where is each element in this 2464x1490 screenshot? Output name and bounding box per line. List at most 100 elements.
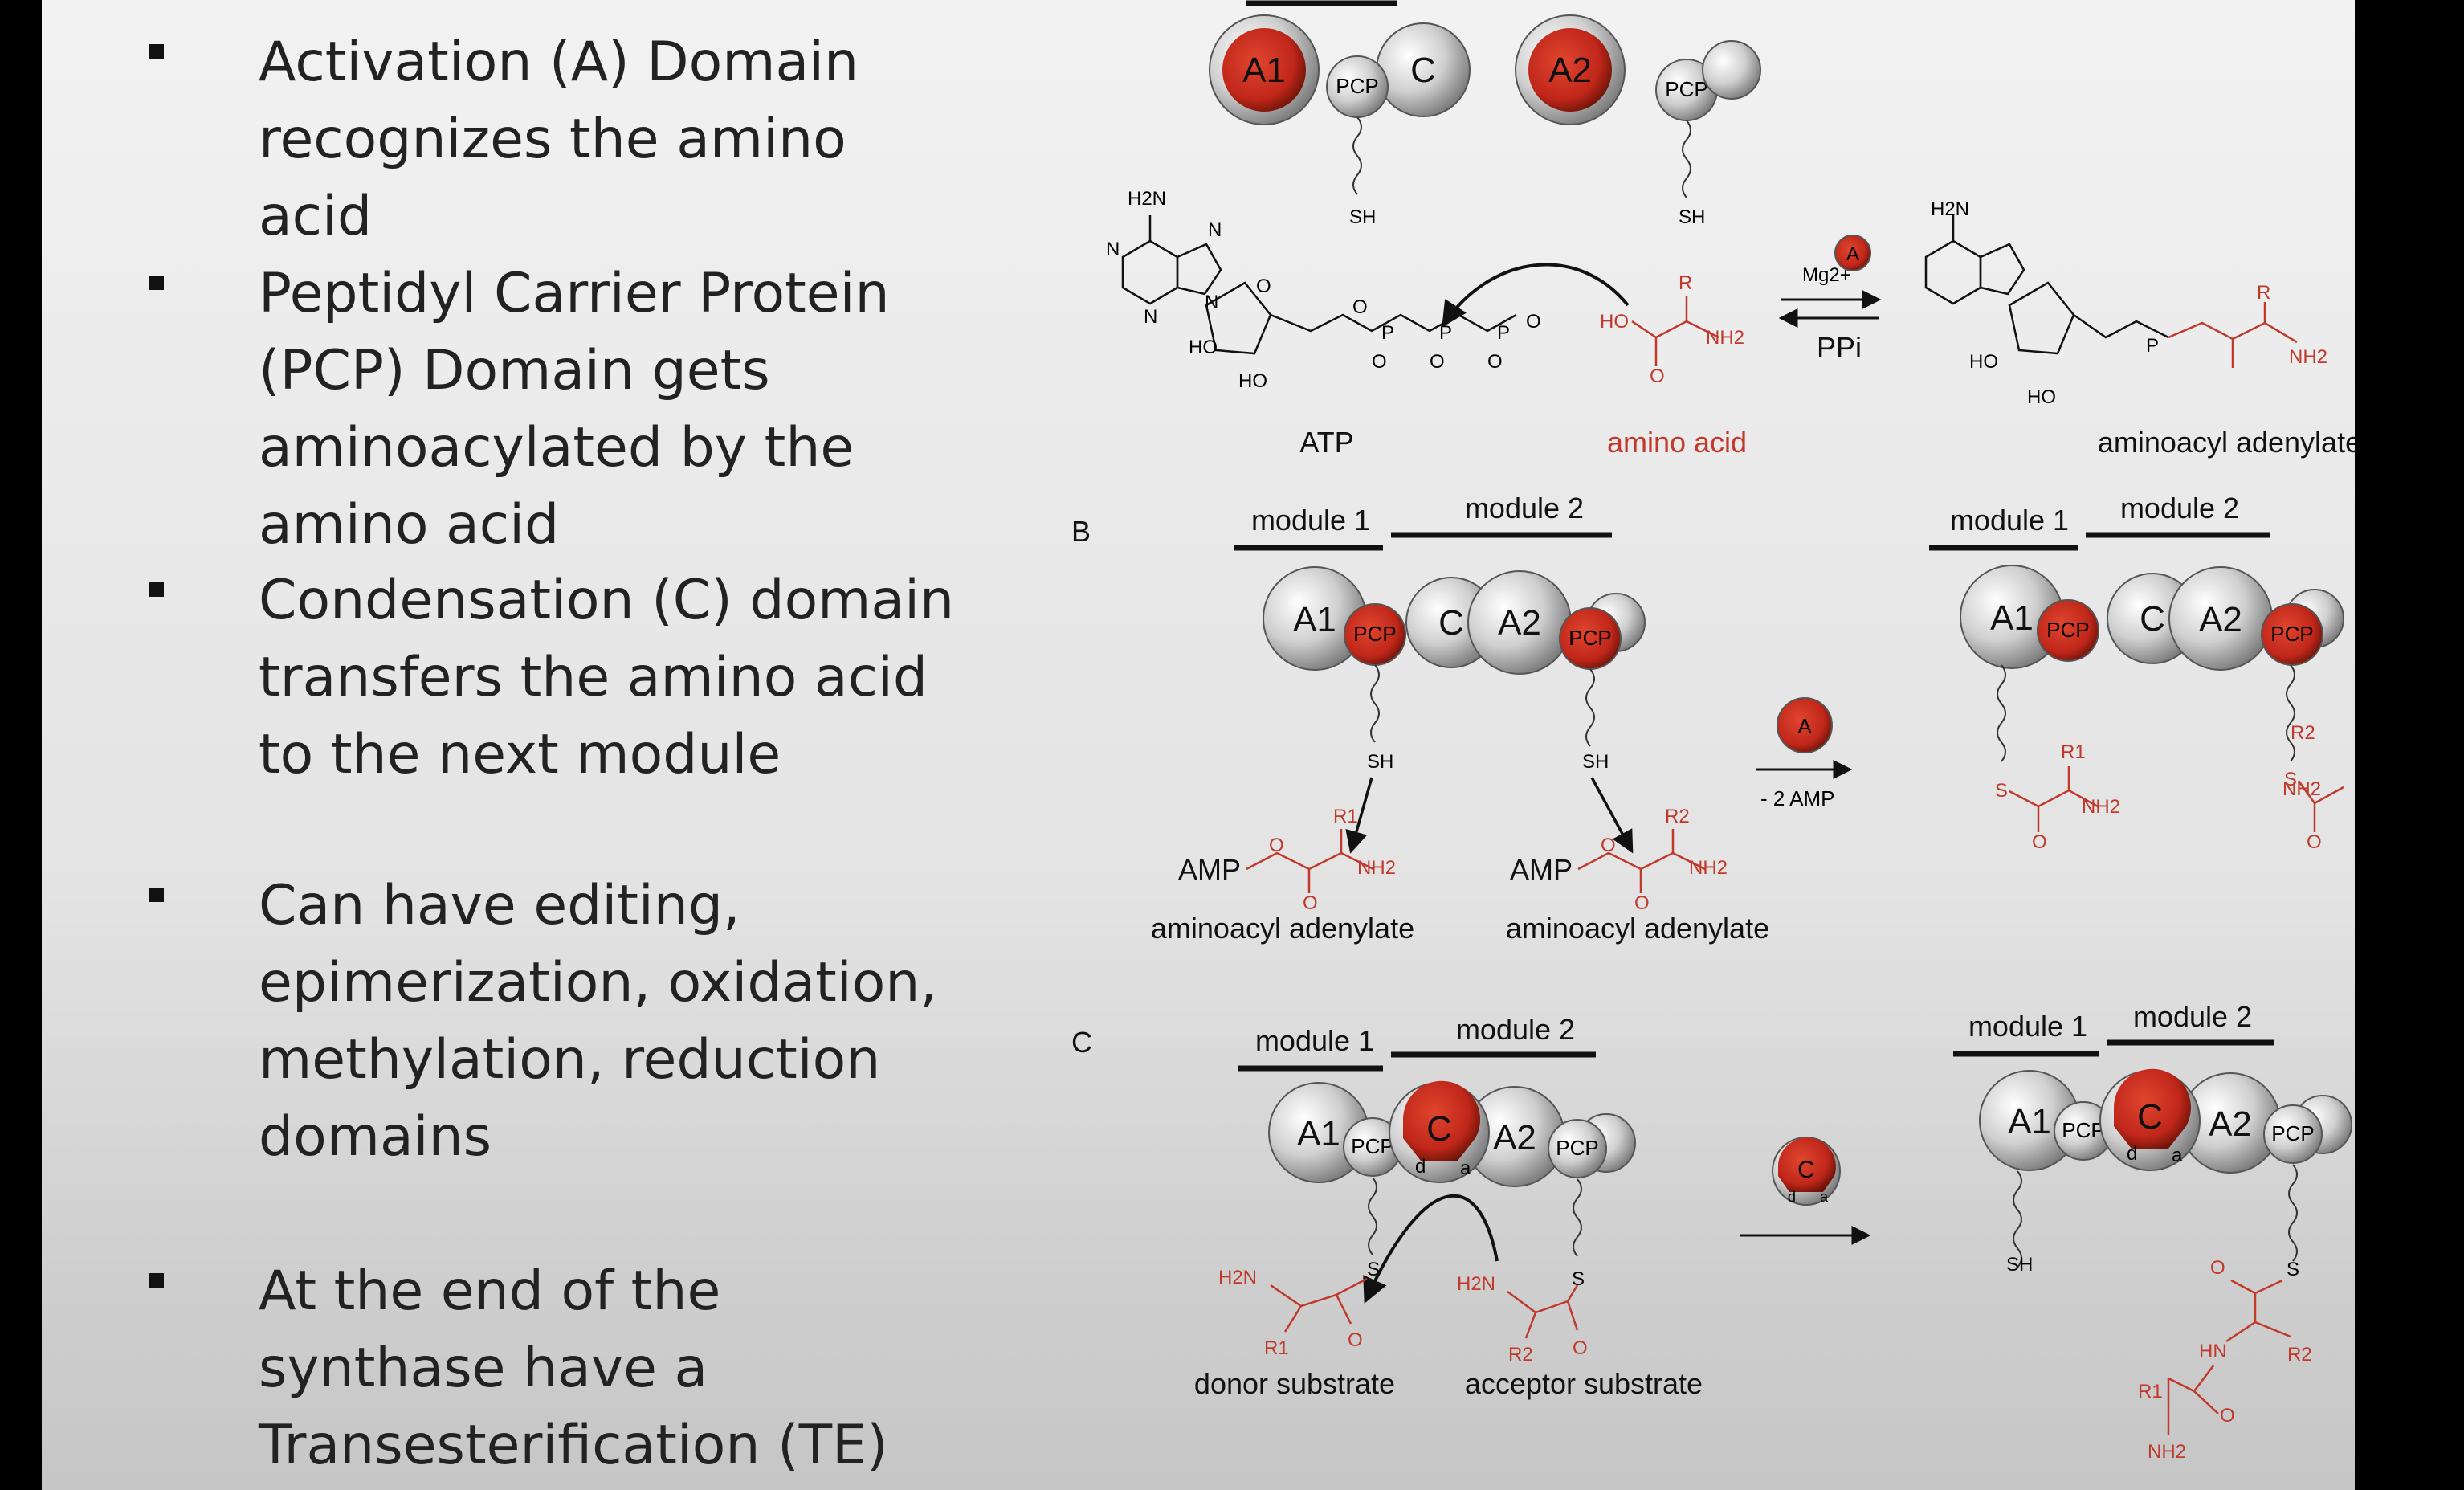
- phosphopantetheine-arm: [1682, 120, 1691, 198]
- dipeptide-product: O R2 HN O R1 NH2: [2138, 1257, 2312, 1463]
- domain-c: [1402, 1080, 1480, 1161]
- bullet-line: recognizes the amino: [259, 108, 846, 171]
- thiol-label: SH: [2006, 1254, 2033, 1276]
- domain-label-pcp: PCP: [2271, 1121, 2314, 1145]
- amino-acid-structure: HO R NH2 O amino acid: [1600, 272, 1747, 459]
- equilibrium-arrows: Mg2+ A PPi: [1778, 235, 1882, 364]
- phosphopantetheine-arm: [1352, 116, 1362, 195]
- thioester-sulfur: S: [2287, 1259, 2299, 1280]
- nrps-diagram: C PCP A2 A1 PCP SH SH: [1071, 0, 2355, 1463]
- domain-label-a: A: [1846, 243, 1859, 265]
- domain-label-a1: A1: [1293, 600, 1336, 639]
- domain-label-c: C: [1410, 51, 1436, 90]
- bullet-text: Peptidyl Carrier Protein (PCP) Domain ge…: [259, 255, 997, 564]
- aminoacyl-adenylate-2: AMP O R2 NH2 O aminoacyl adenylate: [1506, 806, 1769, 945]
- bullet-line: acid: [259, 185, 373, 248]
- atom-label: O: [2307, 831, 2322, 853]
- aminoacyl-adenylate-label: aminoacyl adenylate: [2098, 426, 2355, 459]
- module-1-label: module 1: [1251, 504, 1370, 537]
- hydroxyl-label: HO: [1969, 351, 1998, 373]
- domain-a1: [1222, 28, 1306, 112]
- aminoacyl-adenylate-1: AMP O R1 NH2 O aminoacyl adenylate: [1151, 806, 1414, 945]
- atom-label: N: [1106, 239, 1120, 260]
- bullet-marker: [149, 276, 164, 290]
- atom-label: O: [1348, 1329, 1363, 1351]
- acceptor-substrate: H2N R2 O acceptor substrate: [1457, 1273, 1703, 1400]
- bullet-line: Activation (A) Domain: [259, 31, 859, 94]
- amino-acid-label: amino acid: [1607, 426, 1747, 459]
- module-2-label: module 2: [1465, 492, 1584, 525]
- domain-label-a1: A1: [2008, 1102, 2051, 1141]
- domain-a-small: [1834, 235, 1871, 271]
- atom-label: P: [1439, 322, 1452, 344]
- hydroxyl-label: HO: [1600, 311, 1629, 333]
- r-group-label: R: [2257, 282, 2270, 304]
- domain-label-a1: A1: [1297, 1114, 1340, 1153]
- domain-label-pcp: PCP: [2270, 622, 2313, 646]
- thioester-sulfur: S: [2284, 769, 2297, 790]
- domain-pcp-2: [2263, 1104, 2323, 1164]
- domain-label-c: C: [1438, 603, 1464, 643]
- amine-label: H2N: [1128, 188, 1166, 210]
- pyrophosphate-label: PPi: [1817, 331, 1862, 364]
- panel-b: B module 1 module 2 C A1 A2 PCP: [1071, 492, 2344, 945]
- domain-label-pcp: PCP: [1353, 622, 1396, 646]
- domain-label-a1: A1: [1242, 51, 1286, 90]
- domain-label-pcp: PCP: [1336, 74, 1378, 98]
- amine-label: NH2: [1689, 857, 1728, 879]
- amine-label: NH2: [1357, 857, 1396, 879]
- atom-label: O: [1487, 351, 1503, 373]
- atom-label: O: [2220, 1405, 2235, 1427]
- atom-label: N: [1144, 306, 1157, 328]
- module-1-label: module 1: [1968, 1010, 2087, 1043]
- domain-label-a2: A2: [1498, 603, 1541, 643]
- thioester-sulfur: S: [1572, 1268, 1585, 1290]
- domain-c-small: [1778, 1137, 1836, 1192]
- domain-label-a: A: [1797, 714, 1812, 738]
- aminoacyl-adenylate-label: aminoacyl adenylate: [1151, 912, 1414, 945]
- bullet-line: Condensation (C) domain: [259, 569, 955, 632]
- atom-label: O: [1430, 351, 1445, 373]
- bullet-list: Activation (A) Domain recognizes the ami…: [42, 0, 1006, 1490]
- thiol-label: SH: [1679, 206, 1705, 228]
- domain-pcp-1: [2037, 599, 2099, 662]
- acceptor-site-label: a: [2172, 1145, 2183, 1166]
- panel-label: C: [1071, 1026, 1092, 1059]
- module-2-label: module 2: [1456, 1013, 1575, 1046]
- condensation-reaction-arrow: C d a: [1740, 1137, 1871, 1245]
- aminoacyl-adenylate-label: aminoacyl adenylate: [1506, 912, 1769, 945]
- amine-label: H2N: [1931, 198, 1969, 220]
- amp-release-label: - 2 AMP: [1760, 786, 1834, 810]
- acceptor-site-label: a: [1820, 1189, 1829, 1205]
- atom-label: O: [1634, 892, 1650, 914]
- phosphopantetheine-arm: [1370, 664, 1380, 743]
- thioesterification-arrow: [1345, 777, 1373, 854]
- hydroxyl-label: HO: [1238, 370, 1267, 392]
- thiol-label: SH: [1349, 206, 1376, 228]
- r-group-label: R1: [2138, 1381, 2163, 1402]
- bullet-text: Can have editing, epimerization, oxidati…: [259, 867, 997, 1176]
- bullet-line: domains: [259, 1105, 492, 1169]
- aminoacyl-adenylate-structure: H2N HO HO P R NH2 aminoacyl adenylate: [1924, 198, 2355, 459]
- thiol-label: SH: [1367, 751, 1393, 773]
- r-group-label: R1: [1264, 1337, 1289, 1359]
- bullet-marker: [149, 1273, 164, 1288]
- amine-label: NH2: [2082, 796, 2120, 818]
- atom-label: O: [1526, 311, 1541, 333]
- phosphopantetheine-arm: [2288, 1164, 2298, 1262]
- amine-label: H2N: [1457, 1273, 1495, 1295]
- r-group-label: R1: [2061, 741, 2086, 763]
- atom-label: O: [1650, 365, 1665, 387]
- panel-c: C module 1 module 2 A1 A2 PCP PCP: [1071, 1000, 2352, 1463]
- panel-label: B: [1071, 515, 1091, 548]
- amp-label: AMP: [1178, 853, 1241, 886]
- domain-label-a2: A2: [2199, 600, 2242, 639]
- atom-label: P: [2146, 335, 2159, 357]
- domain-a2: [1528, 28, 1612, 112]
- r-group-label: R1: [1333, 806, 1358, 827]
- domain-label-pcp: PCP: [2046, 618, 2089, 642]
- domain-label-c: C: [1426, 1109, 1452, 1149]
- amine-label: H2N: [1218, 1267, 1257, 1288]
- acceptor-site-label: a: [1460, 1157, 1471, 1179]
- domain-pcp-2: [1548, 1119, 1607, 1178]
